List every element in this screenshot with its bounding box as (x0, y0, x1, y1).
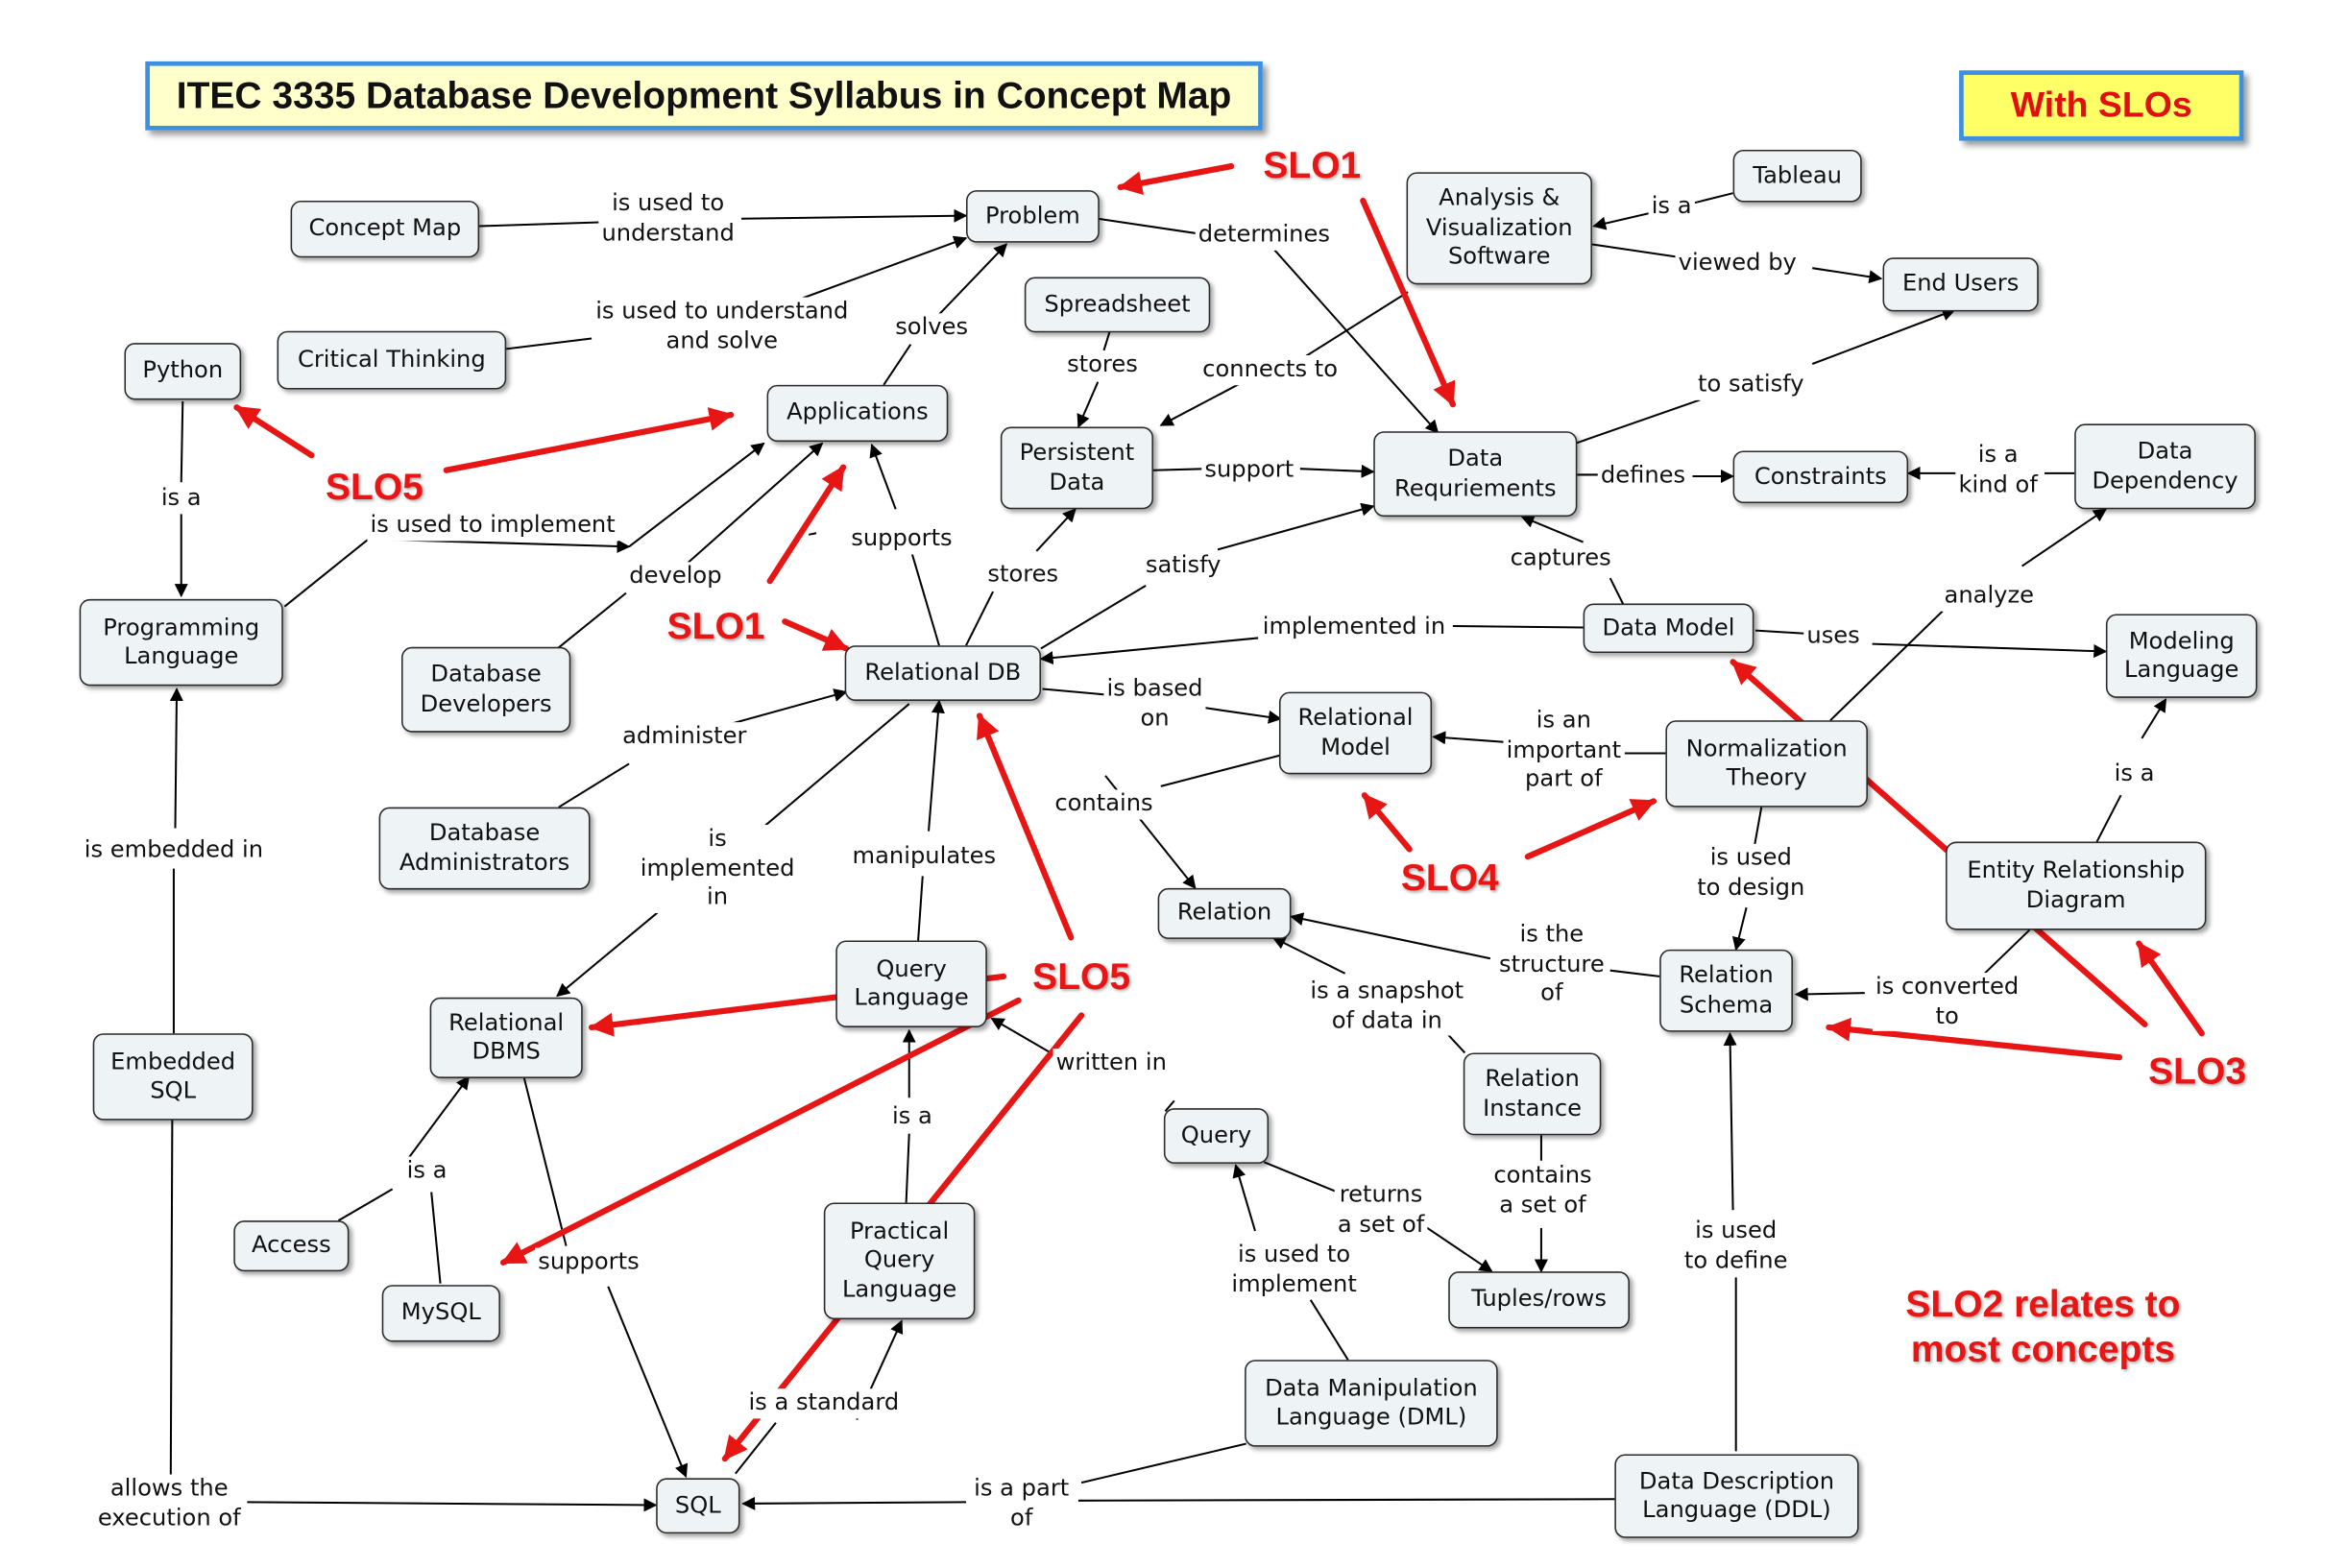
link-label-is-based-on: is based on (1103, 674, 1206, 734)
node-tuples-rows[interactable]: Tuples/rows (1448, 1271, 1630, 1329)
link-label-supports-applications: supports (848, 524, 956, 554)
link-label-contains-a-set-of: contains a set of (1490, 1161, 1595, 1220)
link-label-is-used-to-design: is used to design (1694, 843, 1808, 903)
node-data-requirements[interactable]: Data Requriements (1373, 431, 1578, 518)
slo3-label: SLO3 (2148, 1050, 2247, 1093)
link-label-supports-dbms: supports (535, 1247, 642, 1278)
node-normalization-theory[interactable]: Normalization Theory (1665, 720, 1868, 808)
link-label-is-a-tableau: is a (1648, 192, 1695, 222)
link-label-viewed-by: viewed by (1675, 249, 1800, 278)
node-query-language[interactable]: Query Language (835, 940, 987, 1027)
node-constraints[interactable]: Constraints (1732, 450, 1909, 504)
node-practical-query-language[interactable]: Practical Query Language (823, 1202, 976, 1320)
node-end-users[interactable]: End Users (1882, 257, 2039, 312)
node-embedded-sql[interactable]: Embedded SQL (92, 1033, 254, 1121)
node-applications[interactable]: Applications (766, 384, 949, 443)
link-label-is-a-part-of: is a part of (971, 1474, 1073, 1533)
node-sql[interactable]: SQL (656, 1478, 740, 1534)
node-critical-thinking[interactable]: Critical Thinking (277, 330, 507, 390)
link-label-captures: captures (1507, 543, 1614, 573)
slo2-note: SLO2 relates to most concepts (1905, 1283, 2181, 1371)
link-label-is-implemented-in: is implemented in (637, 825, 798, 913)
link-label-is-an-important-part-of: is an important part of (1503, 706, 1625, 795)
node-relational-db[interactable]: Relational DB (844, 645, 1041, 701)
node-data-model[interactable]: Data Model (1583, 603, 1754, 654)
link-label-develop: develop (626, 562, 725, 591)
slo5-label-center: SLO5 (1032, 955, 1131, 999)
link-label-is-converted-to: is converted to (1872, 973, 2022, 1031)
link-label-implemented-in: implemented in (1259, 613, 1449, 642)
slo4-label: SLO4 (1400, 856, 1499, 900)
node-data-description-language[interactable]: Data Description Language (DDL) (1614, 1454, 1859, 1538)
node-problem[interactable]: Problem (966, 190, 1100, 243)
link-label-allows-the-execution-of: allows the execution of (94, 1474, 244, 1533)
link-label-satisfy: satisfy (1142, 551, 1224, 581)
node-access[interactable]: Access (233, 1220, 350, 1272)
link-label-is-used-to-implement: is used to implement (367, 511, 618, 541)
link-label-is-a-standard: is a standard (745, 1388, 903, 1418)
link-label-is-a-er: is a (2111, 760, 2158, 789)
node-mysql[interactable]: MySQL (381, 1285, 500, 1342)
link-label-administer: administer (618, 722, 750, 752)
node-database-developers[interactable]: Database Developers (400, 646, 571, 733)
link-label-contains-relation: contains (1052, 789, 1156, 819)
node-concept-map[interactable]: Concept Map (290, 200, 480, 258)
link-label-solves: solves (892, 313, 972, 343)
link-label-written-in: written in (1053, 1049, 1171, 1078)
node-query[interactable]: Query (1163, 1108, 1270, 1164)
node-analysis-visualization-software[interactable]: Analysis & Visualization Software (1406, 172, 1592, 285)
link-label-is-a-snapshot-of-data-in: is a snapshot of data in (1307, 977, 1467, 1036)
page-title: ITEC 3335 Database Development Syllabus … (145, 60, 1263, 131)
node-spreadsheet[interactable]: Spreadsheet (1024, 277, 1211, 333)
node-relational-model[interactable]: Relational Model (1278, 691, 1433, 775)
link-label-returns-a-set-of: returns a set of (1334, 1180, 1428, 1240)
node-persistent-data[interactable]: Persistent Data (1000, 426, 1153, 510)
slo1-label-middle: SLO1 (666, 605, 765, 648)
node-entity-relationship-diagram[interactable]: Entity Relationship Diagram (1946, 841, 2207, 930)
node-relational-dbms[interactable]: Relational DBMS (429, 997, 583, 1078)
node-relation-schema[interactable]: Relation Schema (1659, 949, 1793, 1032)
link-label-is-used-to-understand: is used to understand (598, 189, 738, 249)
slo-badge: With SLOs (1959, 70, 2244, 141)
node-tableau[interactable]: Tableau (1732, 149, 1862, 203)
link-label-determines: determines (1195, 220, 1334, 251)
link-label-analyze: analyze (1941, 581, 2038, 611)
link-label-is-used-to-define: is used to define (1681, 1217, 1791, 1276)
link-label-is-a-mysql: is a (403, 1156, 450, 1186)
link-label-is-used-to-implement-dml: is used to implement (1228, 1241, 1360, 1300)
link-label-stores-db: stores (984, 560, 1062, 591)
link-label-support: support (1201, 455, 1297, 485)
slo5-label-left: SLO5 (326, 466, 423, 509)
link-label-is-a-python: is a (157, 484, 205, 514)
link-label-manipulates: manipulates (849, 841, 1000, 872)
link-label-is-embedded-in: is embedded in (81, 835, 267, 866)
node-modeling-language[interactable]: Modeling Language (2105, 614, 2258, 698)
link-label-is-used-to-understand-and-solve: is used to understand and solve (593, 297, 852, 356)
node-data-manipulation-language[interactable]: Data Manipulation Language (DML) (1245, 1360, 1498, 1447)
node-relation[interactable]: Relation (1157, 887, 1292, 939)
link-label-uses: uses (1803, 621, 1863, 652)
link-label-connects-to: connects to (1199, 355, 1342, 385)
node-relation-instance[interactable]: Relation Instance (1463, 1052, 1602, 1136)
node-data-dependency[interactable]: Data Dependency (2074, 423, 2256, 510)
node-python[interactable]: Python (124, 343, 242, 400)
node-programming-language[interactable]: Programming Language (79, 598, 283, 687)
slo1-label-top: SLO1 (1263, 144, 1362, 187)
link-label-to-satisfy: to satisfy (1694, 370, 1807, 400)
node-database-administrators[interactable]: Database Administrators (378, 807, 591, 890)
link-label-is-a-kind-of: is a kind of (1955, 441, 2041, 500)
link-label-is-a-practical-query-language: is a (888, 1102, 935, 1132)
link-label-is-the-structure-of: is the structure of (1495, 920, 1608, 1009)
link-label-stores-spreadsheet: stores (1063, 350, 1141, 380)
link-label-defines: defines (1597, 461, 1689, 492)
